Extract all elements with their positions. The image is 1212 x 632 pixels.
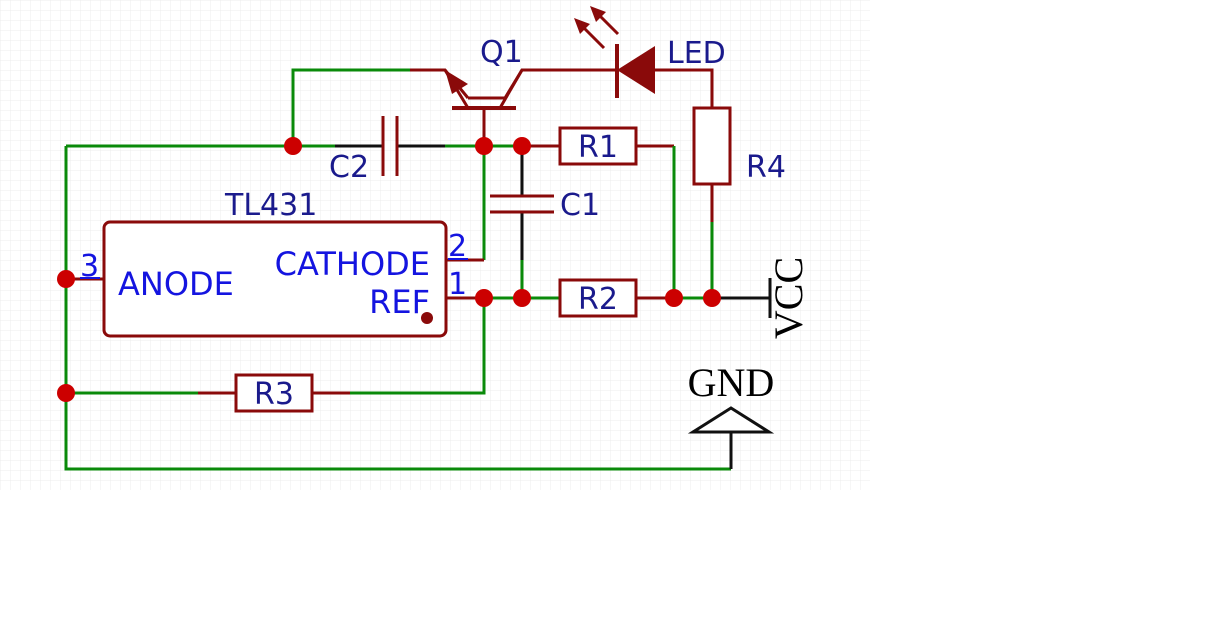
label-ic-name: TL431 [224,188,317,223]
label-gnd: GND [688,360,775,405]
resistor-r4[interactable] [692,106,732,186]
resistor-r3[interactable] [234,373,314,413]
transistor-q1[interactable] [443,69,524,110]
label-pin1: 1 [448,267,467,302]
label-r4: R4 [746,150,786,185]
pin1-marker [421,312,433,324]
wire-ref-down [350,298,486,395]
junction [57,270,75,288]
label-ref: REF [369,283,430,321]
junction [513,137,531,155]
label-r1: R1 [578,130,618,165]
gnd-symbol [687,406,775,434]
junctions [57,137,721,402]
capacitor-c2[interactable] [381,116,399,176]
label-r3: R3 [254,377,294,412]
label-anode: ANODE [118,265,234,303]
wire-led-to-r4 [655,68,714,108]
ic-tl431[interactable] [102,220,448,338]
wire-left-rail [64,146,731,471]
label-pin2: 2 [448,229,467,264]
label-c2: C2 [329,150,369,185]
label-q1: Q1 [480,35,523,70]
resistor-r2[interactable] [558,278,638,318]
label-cathode: CATHODE [275,245,430,283]
capacitor-c1[interactable] [490,194,554,214]
wire-top-left [291,68,410,146]
label-vcc: VCC [766,257,811,339]
junction [475,289,493,307]
junction [475,137,493,155]
led-diode[interactable] [574,6,655,98]
junction [513,289,531,307]
junction [284,137,302,155]
label-led: LED [667,36,726,71]
label-pin3: 3 [80,249,99,284]
label-r2: R2 [578,282,618,317]
junction [703,289,721,307]
junction [665,289,683,307]
label-c1: C1 [560,188,600,223]
junction [57,384,75,402]
resistor-r1[interactable] [558,126,638,166]
